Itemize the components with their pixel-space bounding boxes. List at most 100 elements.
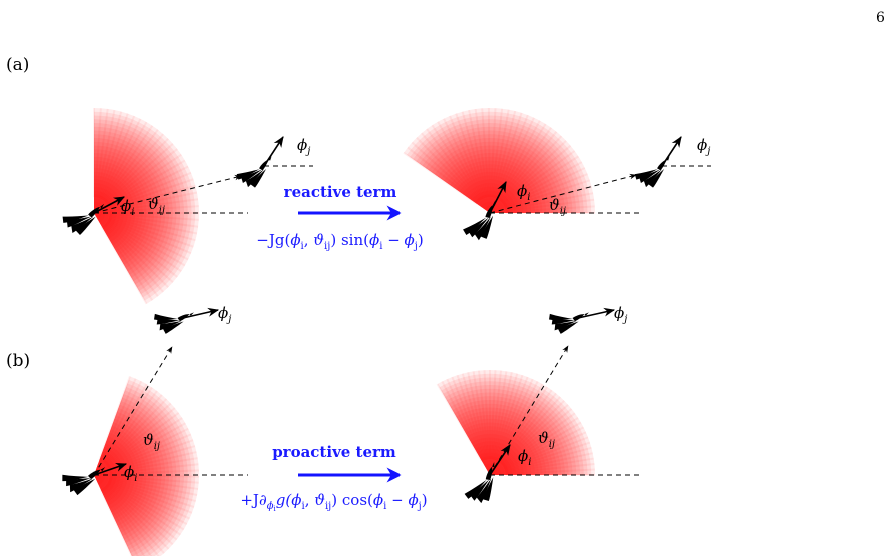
wedge-streak xyxy=(99,378,137,461)
wedge-slice xyxy=(446,160,543,213)
wedge-slice xyxy=(94,156,151,262)
wedge-slice xyxy=(456,171,532,213)
wedge-streak xyxy=(431,124,483,201)
wedge-slice xyxy=(422,130,573,213)
wedge-streak xyxy=(109,463,199,475)
wedge-streak xyxy=(443,118,484,200)
panel-a-right-wedge xyxy=(403,107,595,214)
phi-i-label: ϕi xyxy=(124,463,137,484)
wedge-slice xyxy=(94,436,136,513)
wedge-streak xyxy=(501,403,569,466)
wedge-streak xyxy=(108,217,194,248)
heading-arrow-j xyxy=(263,136,284,167)
wedge-slice xyxy=(94,432,140,516)
wedge-streak xyxy=(456,374,487,461)
wedge-slice xyxy=(94,383,192,556)
wedge-slice xyxy=(437,149,554,213)
phi-j-label: ϕj xyxy=(614,304,627,325)
wedge-slice xyxy=(94,460,110,489)
wedge-streak xyxy=(106,483,181,536)
wedge-streak xyxy=(107,480,190,520)
wedge-streak xyxy=(109,205,199,213)
wedge-streak xyxy=(105,143,174,204)
wedge-streak xyxy=(499,135,563,203)
wedge-slice xyxy=(477,197,505,213)
wedge-streak xyxy=(437,121,484,200)
wedge-slice xyxy=(443,381,584,475)
wedge-slice xyxy=(94,119,188,295)
panel-a-tag: (a) xyxy=(6,55,29,75)
wedge-streak xyxy=(492,372,513,460)
wedge-slice xyxy=(471,190,513,213)
wedge-slice xyxy=(94,145,162,272)
wedge-streak xyxy=(505,198,595,213)
wedge-slice xyxy=(94,108,200,304)
wedge-slice xyxy=(94,190,117,233)
wedge-streak xyxy=(100,380,143,462)
wedge-streak xyxy=(503,167,586,208)
wedge-slice xyxy=(94,194,113,230)
wedge-streak xyxy=(501,408,573,466)
wedge-streak xyxy=(505,452,593,473)
wedge-streak xyxy=(461,373,487,461)
wedge-streak xyxy=(103,486,165,554)
wedge-streak xyxy=(411,141,480,204)
wedge-streak xyxy=(493,374,524,461)
wedge-streak xyxy=(109,475,199,484)
wedge-slice xyxy=(94,134,173,282)
wedge-slice xyxy=(458,411,554,475)
wedge-slice xyxy=(459,175,528,213)
wedge-slice xyxy=(94,126,181,288)
wedge-streak xyxy=(504,446,592,472)
wedge-slice xyxy=(434,145,558,213)
wedge-streak xyxy=(493,373,519,461)
wedge-slice xyxy=(468,186,517,213)
wedge-streak xyxy=(108,479,193,514)
wedge-slice xyxy=(94,141,166,275)
wedge-streak xyxy=(491,109,510,198)
heading-arrow-j xyxy=(182,307,220,319)
phi-j-label: ϕj xyxy=(697,136,710,157)
wedge-streak xyxy=(102,487,153,556)
wedge-streak xyxy=(106,153,182,206)
wedge-slice xyxy=(94,411,162,537)
wedge-slice xyxy=(94,390,185,556)
wedge-slice xyxy=(94,111,196,301)
wedge-slice xyxy=(94,404,170,543)
wedge-streak xyxy=(98,113,129,199)
wedge-streak xyxy=(106,220,182,273)
wedge-slice xyxy=(94,376,199,556)
panel-b-formula: +J∂ϕig(ϕi, ϑij) cos(ϕi − ϕj) xyxy=(240,491,427,513)
phi-i-label: ϕi xyxy=(518,447,531,468)
wedge-streak xyxy=(94,108,102,198)
sight-line xyxy=(489,345,569,476)
wedge-streak xyxy=(109,191,198,211)
wedge-streak xyxy=(501,144,572,204)
wedge-slice xyxy=(94,149,158,269)
wedge-slice xyxy=(94,422,151,526)
theta-ij-label: ϑij xyxy=(549,196,566,217)
wedge-streak xyxy=(502,416,579,468)
phi-i-label: ϕi xyxy=(517,182,530,203)
wedge-slice xyxy=(94,386,188,556)
wedge-streak xyxy=(101,383,148,462)
wedge-streak xyxy=(505,205,595,214)
panel-b-left-wedge xyxy=(94,375,200,556)
wedge-streak xyxy=(104,402,172,465)
wedge-streak xyxy=(441,380,484,462)
wedge-slice xyxy=(94,393,181,554)
wedge-streak xyxy=(109,477,198,497)
wedge-slice xyxy=(450,164,539,213)
wedge-streak xyxy=(100,118,142,200)
wedge-slice xyxy=(94,400,173,547)
wedge-streak xyxy=(108,478,195,508)
wedge-streak xyxy=(503,421,582,468)
wedge-streak xyxy=(104,398,168,465)
wedge-streak xyxy=(100,488,139,556)
wedge-streak xyxy=(109,477,196,503)
wedge-slice xyxy=(94,168,140,252)
wedge-streak xyxy=(451,376,486,461)
bird-icon xyxy=(548,307,592,336)
panel-b-tag: (b) xyxy=(6,351,30,371)
